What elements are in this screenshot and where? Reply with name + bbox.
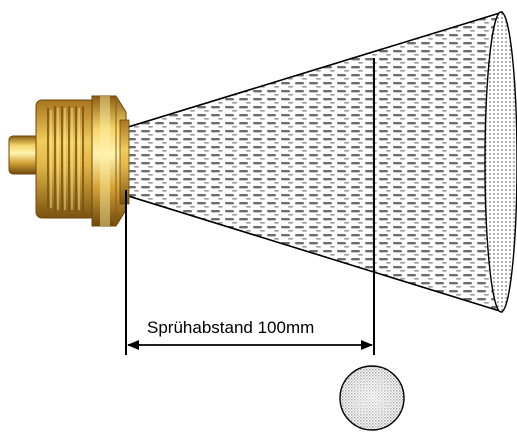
distance-label: Sprühabstand 100mm	[147, 318, 314, 337]
spray-cone-end-ellipse	[484, 11, 517, 313]
thread-grooves	[47, 106, 84, 212]
nozzle-fitting	[8, 95, 130, 227]
spray-spot	[339, 365, 405, 431]
spray-cone	[124, 11, 504, 313]
